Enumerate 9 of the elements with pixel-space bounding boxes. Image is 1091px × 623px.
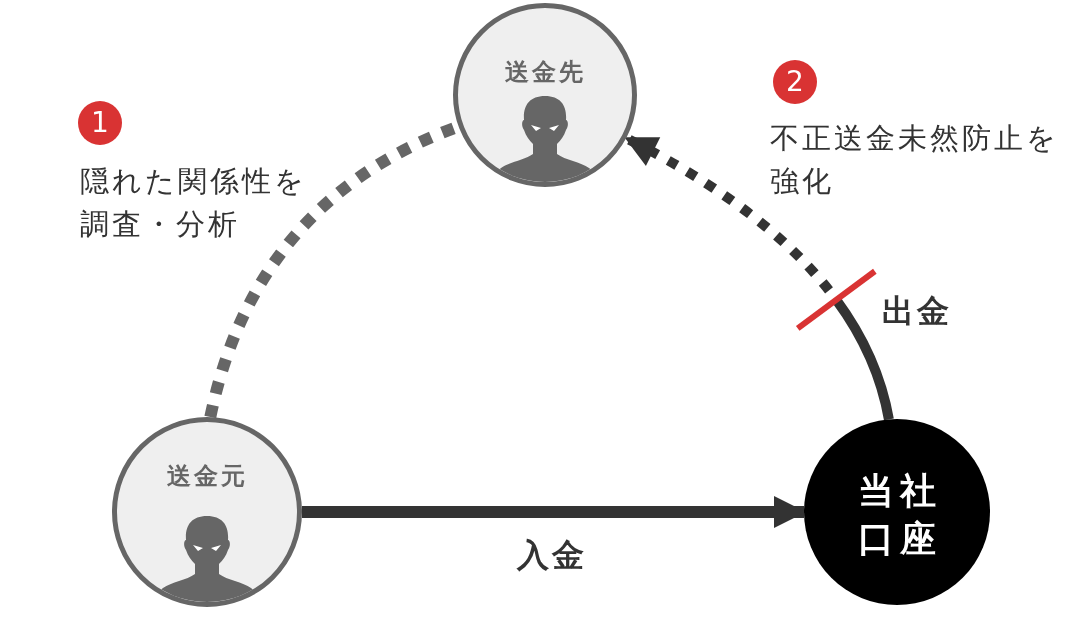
arrow bbox=[623, 133, 894, 421]
node-label: 送金元 bbox=[165, 461, 249, 492]
node-label: 送金先 bbox=[503, 57, 587, 88]
step-number-badge: 2 bbox=[773, 60, 817, 104]
arrow bbox=[302, 496, 806, 528]
node-label: 当社口座 bbox=[857, 469, 943, 561]
annotation-text: 隠れた関係性を調査・分析 bbox=[80, 163, 308, 243]
step-number-badge: 1 bbox=[78, 101, 122, 145]
annotation-text: 不正送金未然防止を強化 bbox=[770, 120, 1060, 200]
